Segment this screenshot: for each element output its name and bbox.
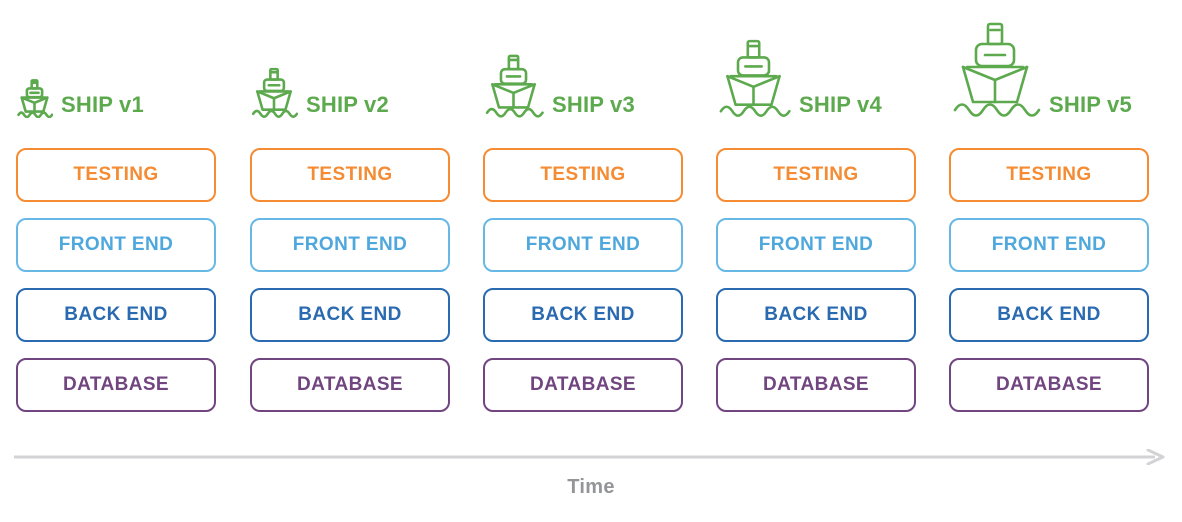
ship-label-ship-v5: SHIP v5 xyxy=(1049,92,1132,117)
layer-box-front-end-ship-v2[interactable]: FRONT END xyxy=(250,218,450,272)
layer-box-back-end-ship-v2[interactable]: BACK END xyxy=(250,288,450,342)
layer-box-testing-ship-v1[interactable]: TESTING xyxy=(16,148,216,202)
ship-column-ship-v1: SHIP v1 TESTING FRONT END BACK END DATABASE xyxy=(16,0,216,420)
layer-box-front-end-ship-v1[interactable]: FRONT END xyxy=(16,218,216,272)
layer-box-front-end-ship-v5[interactable]: FRONT END xyxy=(949,218,1149,272)
layer-box-back-end-ship-v5[interactable]: BACK END xyxy=(949,288,1149,342)
layer-box-database-ship-v4[interactable]: DATABASE xyxy=(716,358,916,412)
time-axis-arrow xyxy=(14,448,1166,466)
ship-icon xyxy=(251,67,298,118)
ship-icon xyxy=(719,39,791,117)
ship-column-ship-v3: SHIP v3 TESTING FRONT END BACK END DATABASE xyxy=(483,0,683,420)
ship-icon xyxy=(485,54,544,118)
ship-header-ship-v5: SHIP v5 xyxy=(949,22,1182,118)
layer-box-back-end-ship-v3[interactable]: BACK END xyxy=(483,288,683,342)
ship-header-ship-v2: SHIP v2 xyxy=(250,28,490,118)
layer-box-back-end-ship-v4[interactable]: BACK END xyxy=(716,288,916,342)
ship-icon xyxy=(953,22,1041,117)
ship-label-ship-v4: SHIP v4 xyxy=(799,92,882,117)
layer-box-database-ship-v2[interactable]: DATABASE xyxy=(250,358,450,412)
time-axis-label: Time xyxy=(567,476,615,498)
layer-box-front-end-ship-v4[interactable]: FRONT END xyxy=(716,218,916,272)
layer-box-database-ship-v5[interactable]: DATABASE xyxy=(949,358,1149,412)
layer-box-back-end-ship-v1[interactable]: BACK END xyxy=(16,288,216,342)
ship-label-ship-v1: SHIP v1 xyxy=(61,92,144,117)
ship-column-ship-v2: SHIP v2 TESTING FRONT END BACK END DATABASE xyxy=(250,0,450,420)
ship-column-ship-v4: SHIP v4 TESTING FRONT END BACK END DATABASE xyxy=(716,0,916,420)
layer-box-database-ship-v1[interactable]: DATABASE xyxy=(16,358,216,412)
ship-icon xyxy=(17,79,53,118)
layer-box-database-ship-v3[interactable]: DATABASE xyxy=(483,358,683,412)
ship-label-ship-v2: SHIP v2 xyxy=(306,92,389,117)
ship-header-ship-v4: SHIP v4 xyxy=(716,28,956,118)
layer-box-testing-ship-v2[interactable]: TESTING xyxy=(250,148,450,202)
ship-header-ship-v1: SHIP v1 xyxy=(16,28,256,118)
layer-box-testing-ship-v4[interactable]: TESTING xyxy=(716,148,916,202)
layer-box-front-end-ship-v3[interactable]: FRONT END xyxy=(483,218,683,272)
ship-header-ship-v3: SHIP v3 xyxy=(483,28,723,118)
layer-box-testing-ship-v3[interactable]: TESTING xyxy=(483,148,683,202)
layer-box-testing-ship-v5[interactable]: TESTING xyxy=(949,148,1149,202)
ship-label-ship-v3: SHIP v3 xyxy=(552,92,635,117)
ship-column-ship-v5: SHIP v5 TESTING FRONT END BACK END DATABASE xyxy=(949,0,1149,420)
